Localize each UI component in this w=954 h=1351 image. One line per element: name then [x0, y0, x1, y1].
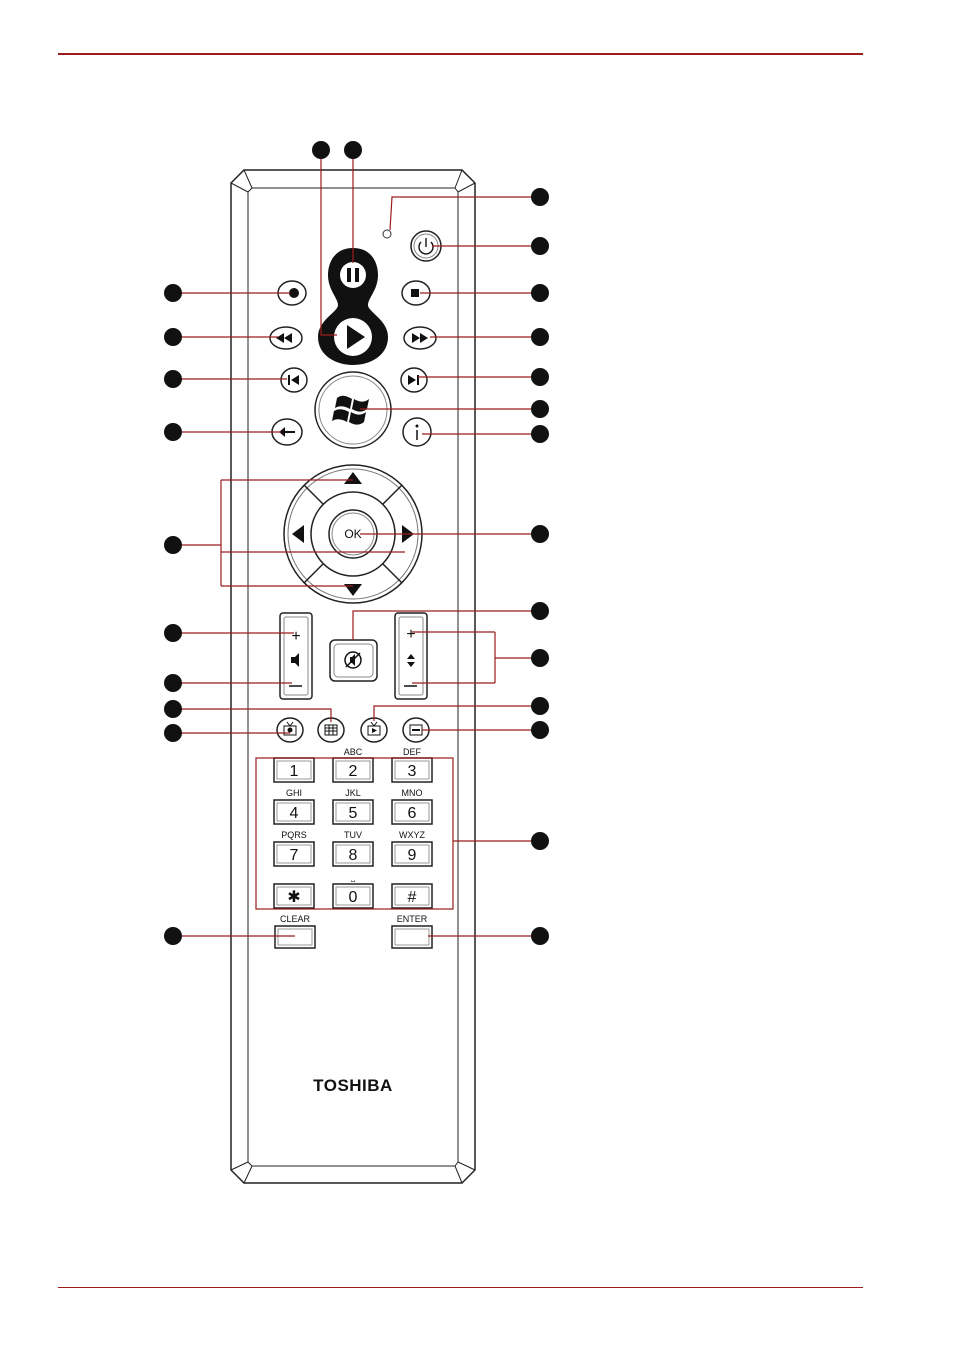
- key-8[interactable]: 8: [333, 842, 373, 866]
- skip-forward-button[interactable]: [401, 368, 427, 392]
- ok-label: OK: [344, 527, 361, 541]
- key-3[interactable]: 3: [392, 758, 432, 782]
- key-9-number: 9: [408, 847, 417, 864]
- key-8-number: 8: [349, 847, 358, 864]
- key-6-letters: MNO: [402, 788, 423, 798]
- key-7-number: 7: [290, 847, 299, 864]
- volume-up-sign: +: [291, 628, 300, 645]
- enter-button[interactable]: [392, 926, 432, 948]
- key-star[interactable]: ✱: [274, 884, 314, 908]
- key-1[interactable]: 1: [274, 758, 314, 782]
- skip-back-button[interactable]: [281, 368, 307, 392]
- channel-up-sign: +: [406, 626, 415, 643]
- rewind-button[interactable]: [270, 327, 302, 349]
- key-2[interactable]: 2: [333, 758, 373, 782]
- key-7-letters: PQRS: [281, 830, 307, 840]
- live-tv-button[interactable]: [277, 718, 303, 742]
- key-6-number: 6: [408, 805, 417, 822]
- mute-button[interactable]: [330, 640, 377, 681]
- key-9-letters: WXYZ: [399, 830, 426, 840]
- key-5-number: 5: [349, 805, 358, 822]
- key-2-number: 2: [349, 763, 358, 780]
- ir-indicator-light: [383, 230, 391, 238]
- key-5-letters: JKL: [345, 788, 361, 798]
- key-7[interactable]: 7: [274, 842, 314, 866]
- key-0-number: 0: [349, 889, 358, 906]
- key-4[interactable]: 4: [274, 800, 314, 824]
- recorded-tv-button[interactable]: [361, 718, 387, 742]
- key-hash[interactable]: #: [392, 884, 432, 908]
- brand-logo: TOSHIBA: [313, 1076, 393, 1095]
- key-9[interactable]: 9: [392, 842, 432, 866]
- key-hash-symbol: #: [408, 889, 417, 906]
- key-3-letters: DEF: [403, 747, 422, 757]
- play-pause-cluster: [318, 248, 388, 365]
- record-icon: [289, 288, 299, 298]
- key-4-letters: GHI: [286, 788, 302, 798]
- key-5[interactable]: 5: [333, 800, 373, 824]
- enter-label: ENTER: [397, 914, 428, 924]
- key-3-number: 3: [408, 763, 417, 780]
- key-8-letters: TUV: [344, 830, 362, 840]
- key-6[interactable]: 6: [392, 800, 432, 824]
- key-1-number: 1: [290, 763, 299, 780]
- numeric-keypad: ABC DEF 1 2 3 GHI JKL MNO 4 5: [274, 747, 432, 908]
- info-button[interactable]: [403, 418, 431, 446]
- fast-forward-button[interactable]: [404, 327, 436, 349]
- start-button[interactable]: [315, 372, 391, 448]
- key-0[interactable]: 0: [333, 884, 373, 908]
- pause-button[interactable]: [340, 262, 366, 288]
- channel-rocker[interactable]: +: [395, 613, 427, 699]
- key-star-symbol: ✱: [287, 889, 300, 906]
- volume-rocker[interactable]: +: [280, 613, 312, 699]
- clear-label: CLEAR: [280, 914, 311, 924]
- key-4-number: 4: [290, 805, 299, 822]
- key-0-letters: ⎵: [351, 872, 355, 882]
- clear-button[interactable]: [275, 926, 315, 948]
- play-button[interactable]: [334, 318, 372, 356]
- key-2-letters: ABC: [344, 747, 363, 757]
- stop-icon: [411, 289, 419, 297]
